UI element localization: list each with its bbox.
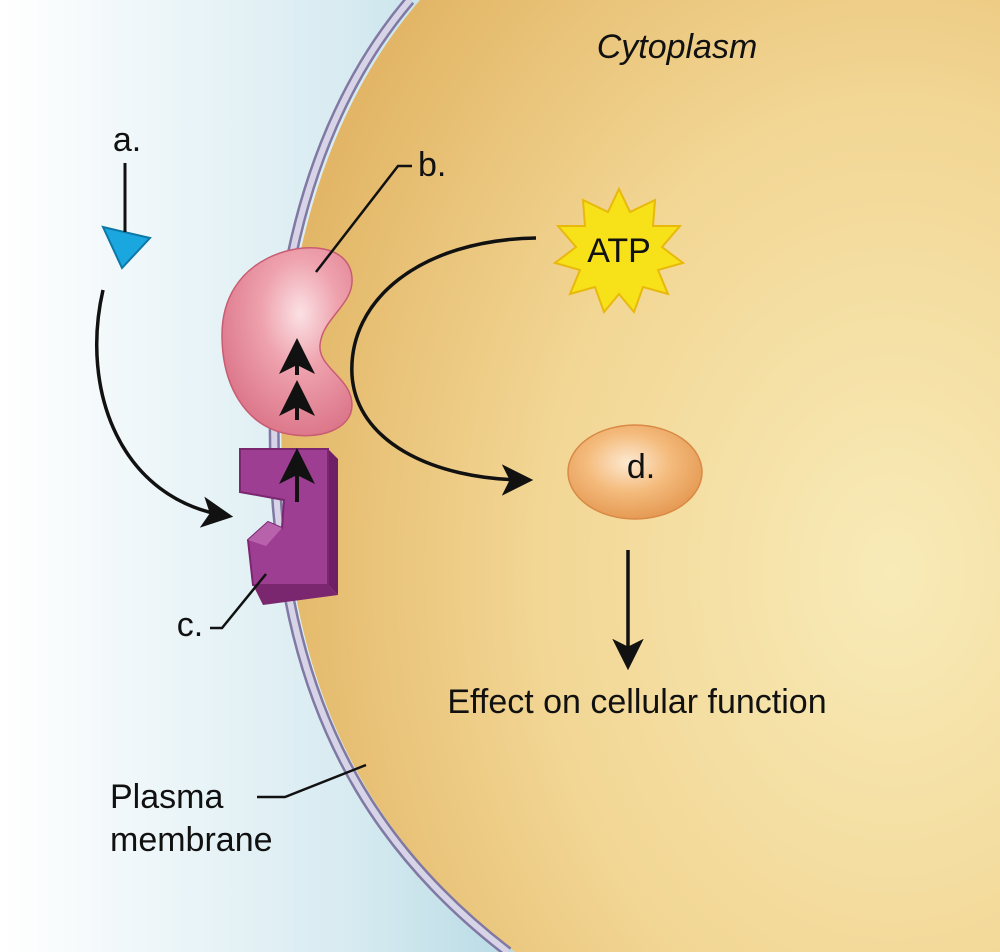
plasma-membrane-label-line2: membrane bbox=[110, 821, 273, 859]
atp-starburst bbox=[552, 186, 686, 314]
label-d: d. bbox=[627, 448, 655, 486]
label-b: b. bbox=[418, 146, 446, 184]
protein-d bbox=[567, 424, 703, 520]
leader-plasma-membrane bbox=[257, 763, 367, 799]
label-c: c. bbox=[177, 606, 203, 644]
arrow-a-to-receptor bbox=[95, 289, 234, 528]
leader-c bbox=[210, 573, 267, 630]
arrow-atp-to-d bbox=[350, 236, 537, 496]
cytoplasm-label: Cytoplasm bbox=[597, 28, 758, 66]
label-a: a. bbox=[113, 121, 141, 159]
receptor-c-notch-shade bbox=[248, 522, 282, 546]
receptor-c-side bbox=[328, 449, 338, 595]
signal-molecule-icon bbox=[101, 225, 152, 270]
atp-burst-shape bbox=[552, 186, 686, 314]
leader-b bbox=[315, 164, 412, 273]
effect-label: Effect on cellular function bbox=[447, 683, 826, 721]
plasma-membrane-label-line1: Plasma bbox=[110, 778, 223, 816]
receptor-c-bottom bbox=[253, 585, 338, 605]
atp-label: ATP bbox=[587, 232, 651, 270]
